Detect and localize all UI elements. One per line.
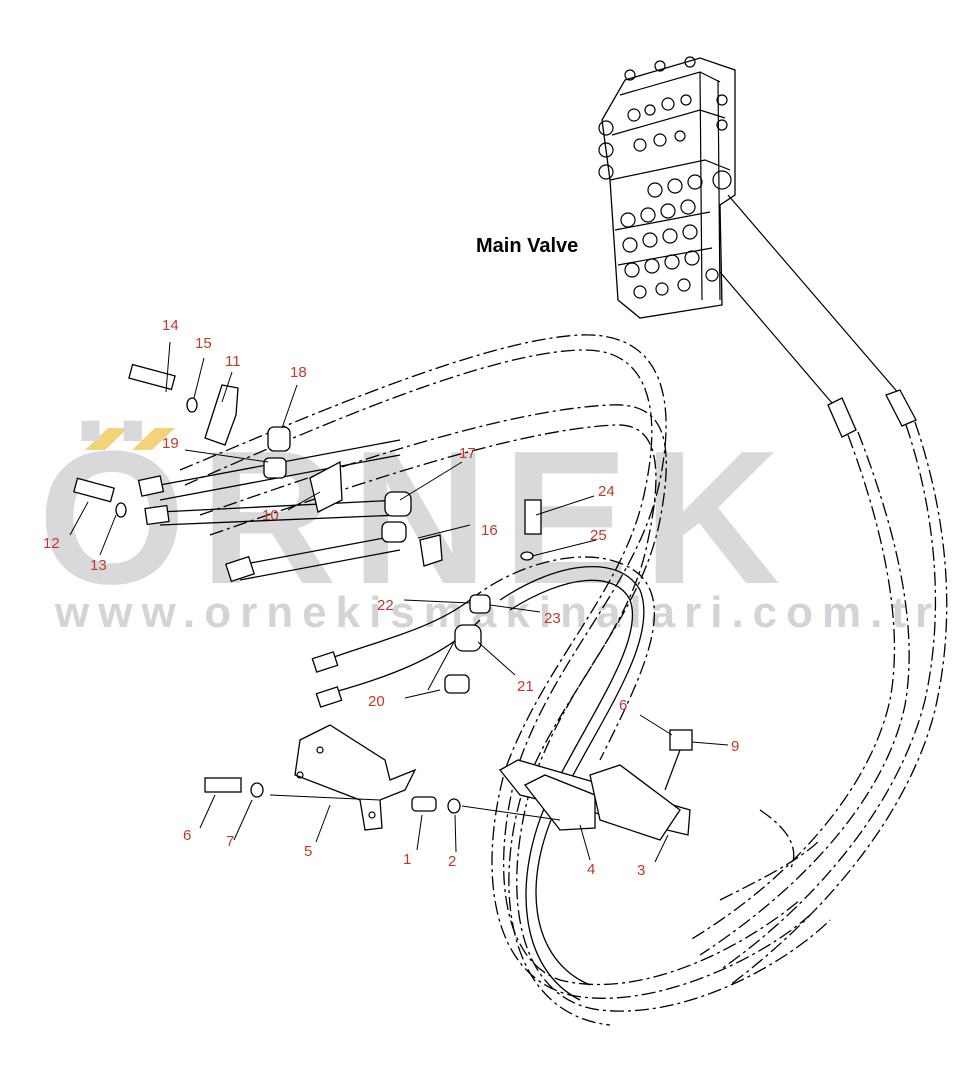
leader-lines [69, 341, 729, 863]
callout-22: 22 [377, 597, 394, 614]
callout-24: 24 [598, 483, 615, 500]
callout-13: 13 [90, 557, 107, 574]
callout-7: 7 [226, 833, 234, 850]
callout-5: 5 [304, 843, 312, 860]
top-clamps [73, 363, 542, 567]
callout-9: 9 [731, 738, 739, 755]
hose-bundle-right [689, 194, 948, 986]
callout-2: 2 [448, 853, 456, 870]
bracket-assembly [204, 724, 693, 841]
main-valve-label: Main Valve [476, 235, 578, 257]
callout-16: 16 [481, 522, 498, 539]
callout-11: 11 [225, 353, 241, 370]
callout-19: 19 [162, 435, 179, 452]
callout-12: 12 [43, 535, 60, 552]
callout-6: 6 [183, 827, 191, 844]
callout-1: 1 [403, 851, 411, 868]
callout-25: 25 [590, 527, 607, 544]
watermark-url: www.ornekismakinalari.com.tr [54, 588, 941, 637]
callout-18: 18 [290, 364, 307, 381]
hose-loops [179, 334, 831, 1026]
main-valve: Main Valve [476, 56, 736, 319]
callout-6b: 6 [619, 697, 627, 714]
callout-17: 17 [459, 445, 476, 462]
callout-23: 23 [544, 610, 561, 627]
watermark-accent-right [132, 428, 175, 450]
callouts: 1 2 3 4 5 6 6 7 9 10 11 12 13 14 15 16 1… [43, 317, 739, 879]
lower-clamps [444, 594, 491, 694]
callout-14: 14 [162, 317, 179, 334]
callout-4: 4 [587, 861, 595, 878]
callout-15: 15 [195, 335, 212, 352]
callout-20: 20 [368, 693, 385, 710]
callout-10: 10 [262, 507, 279, 524]
left-hoses [137, 439, 481, 708]
watermark-accent-left [85, 428, 128, 450]
callout-3: 3 [637, 862, 645, 879]
callout-21: 21 [517, 678, 534, 695]
